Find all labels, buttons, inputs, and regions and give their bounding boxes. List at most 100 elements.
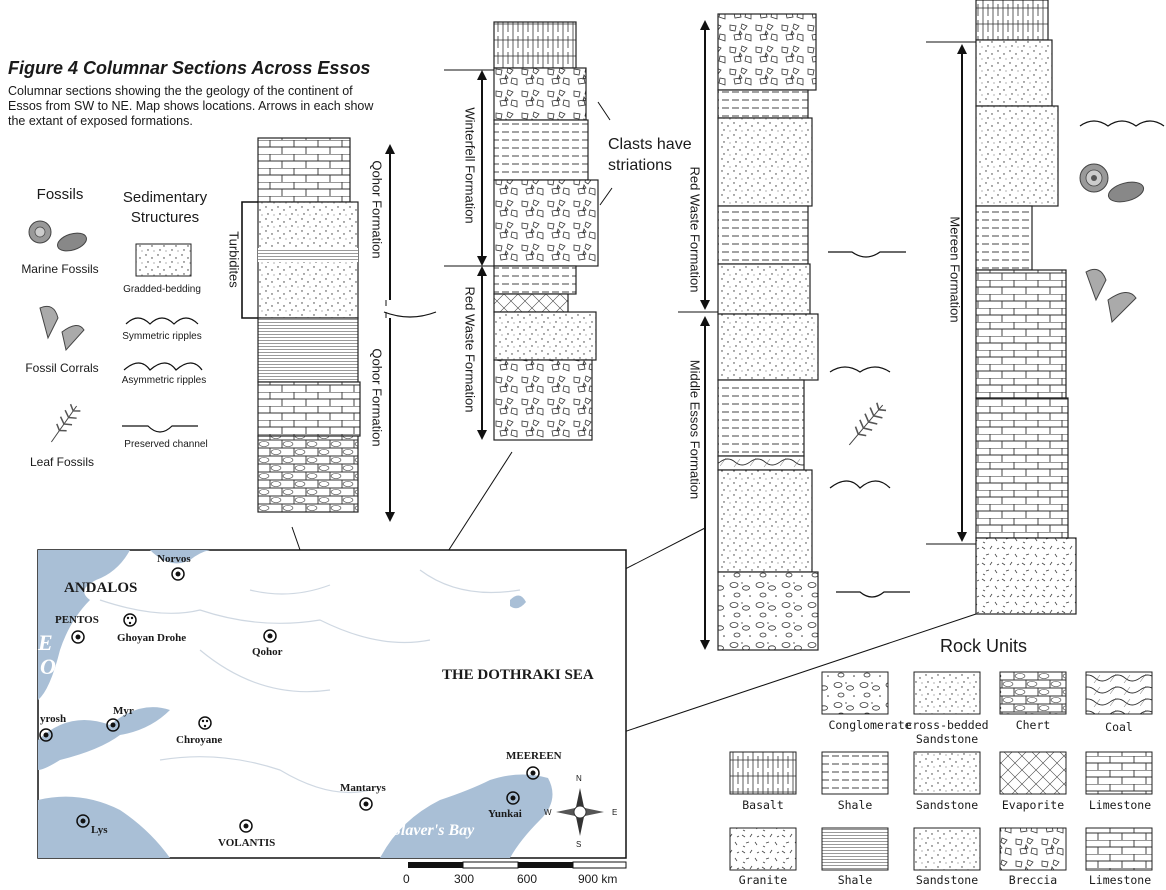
symmetric-ripples-symbol [829, 366, 891, 373]
yunkai-marker [506, 791, 520, 805]
leaf-fossil-icon [848, 402, 887, 446]
column-1 [241, 137, 437, 651]
compass-s: S [576, 840, 582, 849]
map-label-myr: Myr [113, 705, 134, 717]
volantis-marker [239, 819, 253, 833]
scale-label-900km: 900 km [578, 872, 618, 886]
rock-units-heading: Rock Units [940, 636, 1028, 656]
rock-label-coal: Coal [1105, 720, 1133, 734]
rock-label-granite: Granite [738, 873, 788, 887]
graded-bedding-icon [135, 243, 192, 277]
symmetric-ripples-symbol-2 [1079, 120, 1165, 127]
fossil-coral-icon [39, 305, 85, 352]
scale-label-600: 600 [517, 872, 538, 886]
marine-fossil-icon [28, 220, 87, 252]
asymmetric-ripples-label: Asymmetric ripples [121, 375, 207, 386]
swatch-chert [999, 671, 1067, 715]
swatch-shale-2 [821, 827, 889, 871]
compass-rose-icon [556, 788, 604, 836]
fossil-corals-icon [1085, 268, 1137, 324]
preserved-channel-symbol-3 [836, 591, 910, 598]
swatch-sandstone [913, 751, 981, 795]
leaf-fossil-legend-icon [50, 403, 81, 443]
map-label-qohor: Qohor [252, 646, 283, 658]
asymmetric-ripples-symbol [829, 480, 891, 489]
map-label-chroyane: Chroyane [176, 734, 223, 746]
tyrosh-marker [39, 728, 53, 742]
map-label-lys: Lys [91, 824, 108, 836]
rock-label-cross-bedded-sandstone: cross-bedded Sandstone [905, 718, 989, 746]
rock-label-basalt: Basalt [742, 798, 784, 812]
swatch-conglomerate [821, 671, 889, 715]
rock-label-sandstone: Sandstone [915, 798, 979, 812]
asymmetric-ripples-legend-icon [123, 362, 203, 371]
map-label-e: E [38, 630, 53, 655]
swatch-breccia [999, 827, 1067, 871]
mantarys-marker [359, 797, 373, 811]
symmetric-ripples-label: Symmetric ripples [122, 331, 202, 342]
map [37, 549, 627, 869]
qohor-marker [263, 629, 277, 643]
map-label-tyrosh: yrosh [40, 713, 67, 725]
figure-caption: Columnar sections showing the the geolog… [8, 84, 374, 128]
figure-title: Figure 4 Columnar Sections Across Essos [8, 58, 371, 78]
fossil-corals-label: Fossil Corrals [25, 361, 99, 375]
rock-label-conglomerate: Conglomerate [828, 718, 912, 732]
fossils-heading: Fossils [36, 186, 84, 203]
swatch-limestone-2 [1085, 827, 1153, 871]
structures-heading: Sedimentary Structures [122, 189, 208, 226]
rock-label-sandstone-2: Sandstone [915, 873, 979, 887]
map-label-norvos: Norvos [157, 553, 191, 565]
preserved-channel-legend-icon [122, 425, 198, 433]
preserved-channel-symbol-2 [828, 251, 906, 258]
preserved-channel-label: Preserved channel [124, 439, 208, 450]
column-3 [389, 13, 910, 691]
map-label-mantarys: Mantarys [340, 782, 386, 794]
rock-label-shale: Shale [837, 798, 873, 812]
map-label-volantis: VOLANTIS [218, 837, 276, 849]
scale-label-300: 300 [454, 872, 475, 886]
map-label-andalos: ANDALOS [64, 580, 138, 596]
compass-w: W [544, 808, 552, 817]
lys-marker [76, 814, 90, 828]
norvos-marker [171, 567, 185, 581]
map-label-slavers-bay: Slaver's Bay [392, 822, 475, 839]
map-label-pentos: PENTOS [55, 614, 99, 626]
rock-label-chert: Chert [1015, 718, 1051, 732]
swatch-coal [1085, 671, 1153, 715]
swatch-sandstone-2 [913, 827, 981, 871]
map-label-dothraki-sea: THE DOTHRAKI SEA [442, 667, 594, 683]
marine-fossils-label: Marine Fossils [21, 262, 99, 276]
swatch-granite [729, 827, 797, 871]
chroyane-marker [198, 716, 212, 730]
swatch-limestone [1085, 751, 1153, 795]
striations-note: Clasts have striations [608, 136, 692, 174]
pentos-marker [71, 630, 85, 644]
map-label-meereen: MEEREEN [506, 750, 562, 762]
swatch-evaporite [999, 751, 1067, 795]
swatch-basalt [729, 751, 797, 795]
compass-e: E [612, 808, 618, 817]
map-label-ow: OW [40, 654, 76, 679]
rock-label-limestone-2: Limestone [1088, 873, 1152, 887]
ghoyan-drohe-marker [123, 613, 137, 627]
compass-n: N [576, 774, 582, 783]
meereen-marker [526, 766, 540, 780]
rock-label-limestone: Limestone [1088, 798, 1152, 812]
legend-icons [28, 220, 203, 443]
column-4 [539, 0, 1165, 761]
map-label-ghoyan-drohe: Ghoyan Drohe [117, 632, 187, 644]
rock-label-shale-2: Shale [837, 873, 873, 887]
column-2 [364, 21, 613, 681]
graded-bedding-label: Gradded-bedding [123, 284, 201, 295]
preserved-channel-symbol-1 [383, 311, 437, 318]
marine-fossils-icon [1079, 163, 1145, 203]
symmetric-ripples-legend-icon [125, 317, 199, 325]
rock-label-breccia: Breccia [1008, 873, 1058, 887]
map-label-yunkai: Yunkai [488, 808, 522, 820]
leaf-fossils-label: Leaf Fossils [29, 455, 95, 469]
scale-label-0: 0 [403, 872, 410, 886]
